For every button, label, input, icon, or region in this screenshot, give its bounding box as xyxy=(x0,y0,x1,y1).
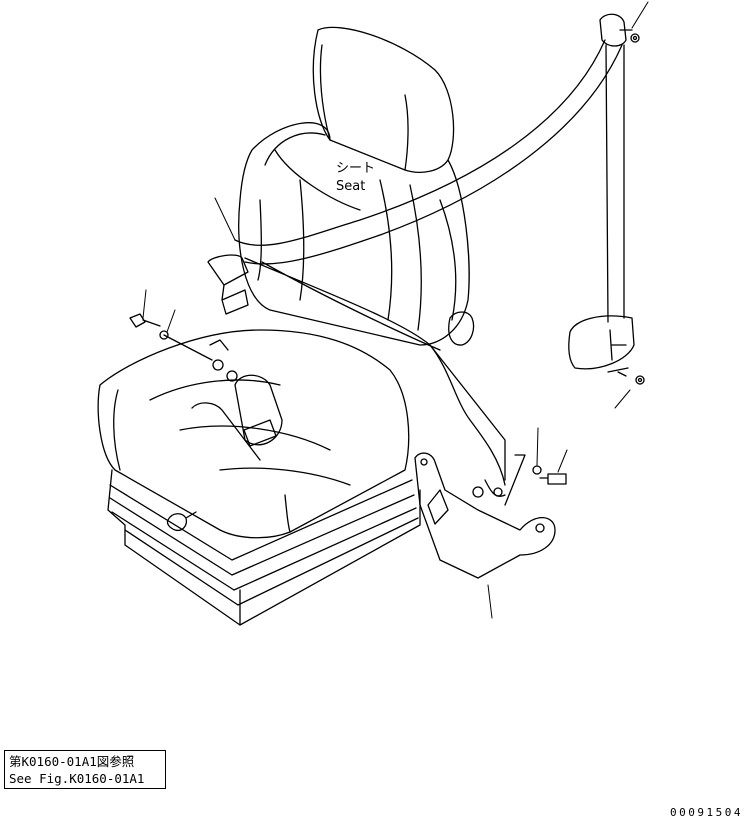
reference-note: 第K0160-01A1図参照 See Fig.K0160-01A1 xyxy=(4,750,166,789)
seat-assembly xyxy=(97,26,475,626)
seat-label: シート Seat xyxy=(336,160,375,196)
buckle-tongue xyxy=(207,254,249,315)
washer xyxy=(532,465,542,475)
mount-bolt-left xyxy=(129,313,161,328)
mount-bolt-right xyxy=(539,473,567,485)
leader-lines xyxy=(142,1,649,619)
seat-suspension xyxy=(107,469,421,626)
washer xyxy=(159,330,169,340)
adjust-lever xyxy=(166,511,197,532)
seat-label-jp: シート xyxy=(336,161,376,176)
seat-cushion xyxy=(97,329,410,539)
seat-label-en: Seat xyxy=(336,179,366,194)
nut xyxy=(472,486,484,498)
washer xyxy=(630,33,640,43)
upper-anchor xyxy=(599,13,627,47)
reference-line-en: See Fig.K0160-01A1 xyxy=(9,771,145,786)
shoulder-belt xyxy=(234,39,623,265)
drawing-number: 00091504 xyxy=(670,806,743,819)
retractor xyxy=(568,315,635,370)
seat-belt-assembly xyxy=(129,13,645,579)
headrest xyxy=(312,26,455,173)
right-anchor-plate xyxy=(414,452,556,579)
washer xyxy=(635,375,645,385)
lap-belt xyxy=(244,257,506,486)
reference-line-jp: 第K0160-01A1図参照 xyxy=(9,754,135,769)
backrest xyxy=(238,122,470,346)
retractor-strap xyxy=(605,44,625,323)
nut xyxy=(212,359,224,371)
armrest-knob xyxy=(448,311,475,346)
